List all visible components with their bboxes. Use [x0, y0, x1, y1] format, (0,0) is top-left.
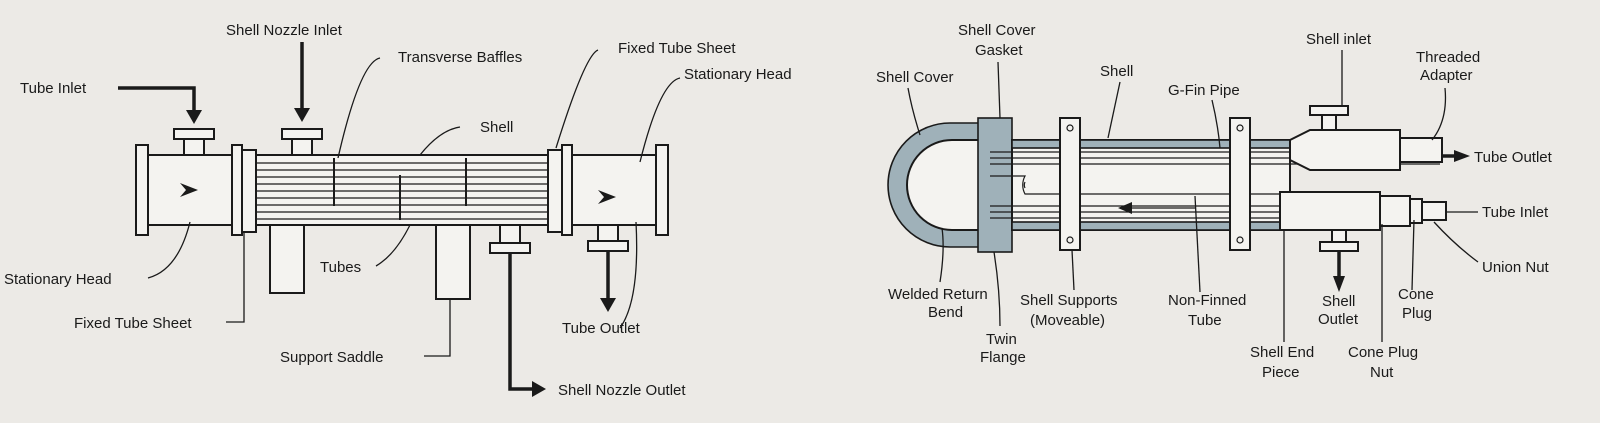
left-exchanger: Tube Inlet Shell Nozzle Inlet Transverse…	[4, 22, 792, 399]
label-welded-return-bend-1: Welded Return	[888, 286, 988, 303]
label-cone-plug-1: Cone	[1398, 286, 1434, 303]
label-tube-outlet-right: Tube Outlet	[1474, 149, 1553, 166]
label-twin-flange-2: Flange	[980, 349, 1026, 366]
label-non-finned-tube-1: Non-Finned	[1168, 292, 1246, 309]
label-cone-plug-2: Plug	[1402, 305, 1432, 322]
label-threaded-adapter-2: Adapter	[1420, 67, 1473, 84]
label-fixed-tube-sheet-top: Fixed Tube Sheet	[618, 40, 736, 57]
label-shell-cover: Shell Cover	[876, 69, 954, 86]
label-tube-inlet-right: Tube Inlet	[1482, 204, 1549, 221]
label-welded-return-bend-2: Bend	[928, 304, 963, 321]
label-shell-outlet-2: Outlet	[1318, 311, 1359, 328]
left-tube-sheet-shape	[241, 149, 257, 233]
right-tube-sheet-shape	[547, 149, 563, 233]
label-non-finned-tube-2: Tube	[1188, 312, 1222, 329]
label-tubes: Tubes	[320, 259, 361, 276]
upper-end-shape	[1289, 129, 1401, 171]
right-exchanger: Shell Cover Gasket Shell Cover Shell G-F…	[876, 22, 1553, 381]
shell-shape	[255, 128, 549, 300]
label-tube-inlet: Tube Inlet	[20, 80, 87, 97]
label-cone-plug-nut-2: Nut	[1370, 364, 1394, 381]
label-shell-end-piece-2: Piece	[1262, 364, 1300, 381]
return-bend-shape	[906, 139, 986, 231]
tube-bundle	[256, 162, 548, 220]
label-shell-cover-gasket-1: Shell Cover	[958, 22, 1036, 39]
label-twin-flange-1: Twin	[986, 331, 1017, 348]
label-shell: Shell	[480, 119, 513, 136]
label-shell-end-piece-1: Shell End	[1250, 344, 1314, 361]
label-g-fin-pipe: G-Fin Pipe	[1168, 82, 1240, 99]
left-stationary-head-shape	[135, 128, 243, 236]
label-tube-outlet-left: Tube Outlet	[562, 320, 641, 337]
label-shell-right: Shell	[1100, 63, 1133, 80]
label-union-nut: Union Nut	[1482, 259, 1550, 276]
label-shell-outlet-1: Shell	[1322, 293, 1355, 310]
label-shell-inlet: Shell inlet	[1306, 31, 1372, 48]
label-shell-supports-1: Shell Supports	[1020, 292, 1118, 309]
label-shell-nozzle-inlet: Shell Nozzle Inlet	[226, 22, 343, 39]
right-stationary-head-shape	[561, 144, 669, 252]
shell-end-piece-shape	[1279, 191, 1381, 231]
twin-flange-shape	[977, 117, 1013, 253]
label-shell-cover-gasket-2: Gasket	[975, 42, 1023, 59]
label-threaded-adapter-1: Threaded	[1416, 49, 1480, 66]
shell-support-1	[1059, 117, 1081, 251]
label-cone-plug-nut-1: Cone Plug	[1348, 344, 1418, 361]
label-stationary-head-left: Stationary Head	[4, 271, 112, 288]
shell-support-2	[1229, 117, 1251, 251]
label-shell-nozzle-outlet: Shell Nozzle Outlet	[558, 382, 686, 399]
label-fixed-tube-sheet-bottom: Fixed Tube Sheet	[74, 315, 192, 332]
label-stationary-head-top: Stationary Head	[684, 66, 792, 83]
label-transverse-baffles: Transverse Baffles	[398, 49, 522, 66]
label-shell-supports-2: (Moveable)	[1030, 312, 1105, 329]
label-support-saddle: Support Saddle	[280, 349, 383, 366]
